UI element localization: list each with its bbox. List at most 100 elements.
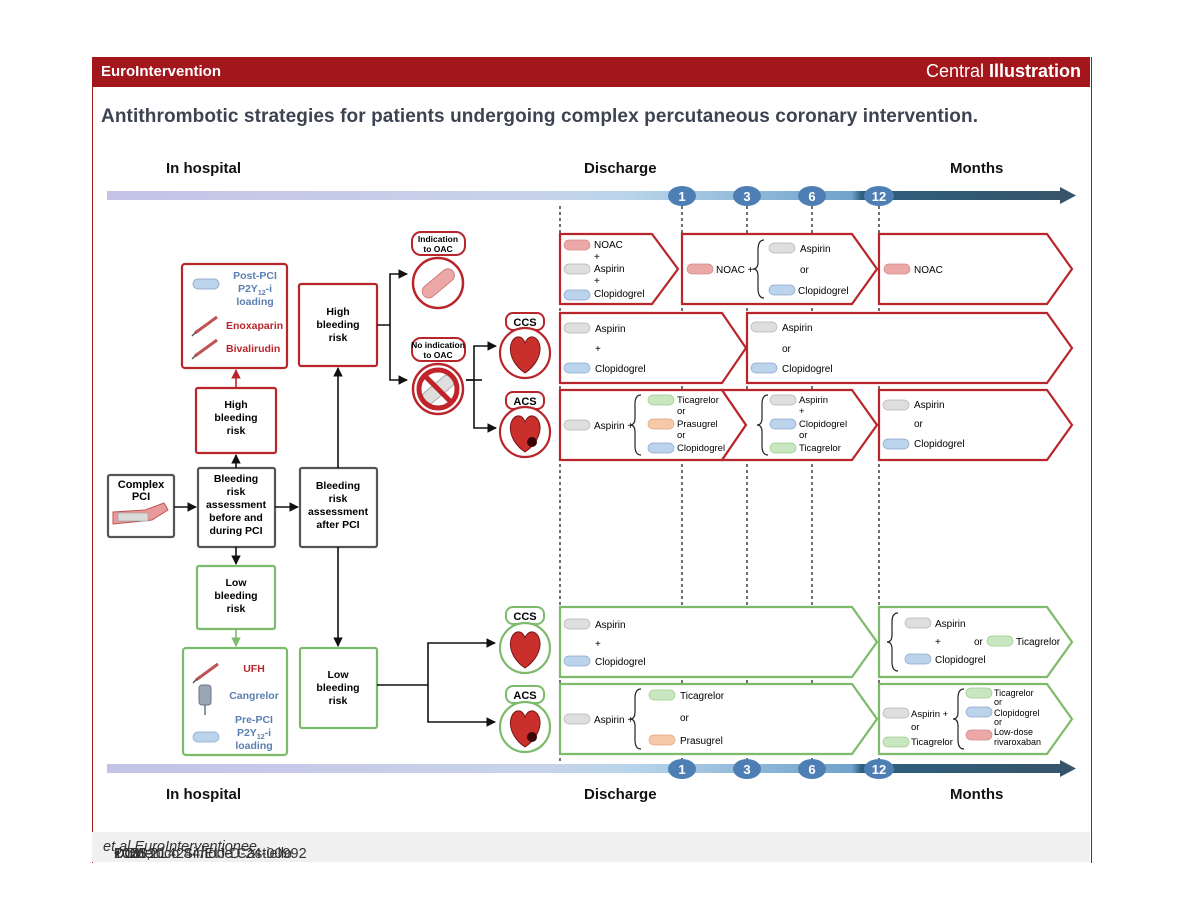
- regimen-hbr-ccs-2: Aspirin or Clopidogrel: [745, 311, 1074, 385]
- marker-3-bottom: 3: [733, 759, 761, 779]
- timeline-arrowhead-top: [1060, 187, 1076, 204]
- pill-icon: [563, 618, 591, 630]
- svg-text:+: +: [935, 637, 941, 648]
- page-title: Antithrombotic strategies for patients u…: [101, 106, 979, 127]
- svg-text:or: or: [974, 637, 984, 648]
- svg-text:risk: risk: [329, 332, 348, 344]
- svg-text:risk: risk: [227, 425, 246, 437]
- marker-6-bottom: 6: [798, 759, 826, 779]
- pill-icon: [686, 263, 714, 275]
- pill-icon: [563, 713, 591, 725]
- svg-text:NOAC: NOAC: [594, 240, 623, 251]
- svg-text:1: 1: [678, 189, 685, 204]
- svg-text:Bivalirudin: Bivalirudin: [226, 343, 280, 355]
- svg-text:Prasugrel: Prasugrel: [680, 736, 723, 747]
- indication-oac: Indication to OAC: [411, 231, 466, 310]
- svg-text:bleeding: bleeding: [214, 590, 257, 602]
- svg-text:6: 6: [808, 189, 815, 204]
- pill-icon: [769, 418, 797, 430]
- svg-text:Bleeding: Bleeding: [214, 473, 258, 485]
- svg-text:risk: risk: [329, 493, 348, 505]
- svg-text:assessment: assessment: [206, 499, 267, 511]
- pill-icon: [882, 736, 910, 748]
- pill-icon: [192, 731, 220, 743]
- svg-text:High: High: [326, 306, 349, 318]
- pill-icon: [904, 653, 932, 665]
- marker-1-bottom: 1: [668, 759, 696, 779]
- svg-text:loading: loading: [235, 740, 272, 752]
- svg-text:Clopidogrel: Clopidogrel: [994, 708, 1040, 718]
- svg-text:Low: Low: [226, 577, 248, 589]
- marker-6-top: 6: [798, 186, 826, 206]
- svg-text:3: 3: [743, 189, 750, 204]
- pill-icon: [563, 655, 591, 667]
- marker-3-top: 3: [733, 186, 761, 206]
- pill-icon: [563, 239, 591, 251]
- svg-text:or: or: [680, 713, 690, 724]
- pill-icon: [965, 729, 993, 741]
- acs-high: ACS: [498, 391, 552, 459]
- svg-text:Ticagrelor: Ticagrelor: [680, 691, 725, 702]
- assessment-before-box: Bleeding risk assessment before and duri…: [196, 466, 277, 549]
- svg-text:to OAC: to OAC: [423, 350, 452, 360]
- svg-text:Aspirin: Aspirin: [800, 244, 831, 255]
- low-risk-regimen-box: UFH Cangrelor Pre-PCI P2Y12-i loading: [181, 646, 289, 757]
- low-bleeding-risk-left-box: Low bleeding risk: [195, 564, 277, 631]
- pill-icon: [965, 687, 993, 699]
- regimen-oac-2: NOAC + Aspirin or Clopidogrel: [680, 232, 879, 306]
- iv-bag-icon: [198, 684, 212, 715]
- label-discharge-bottom: Discharge: [584, 786, 657, 803]
- svg-text:Bleeding: Bleeding: [316, 480, 360, 492]
- bottom-timeline: 1 3 6 12 In hospital Discharge Months: [107, 759, 1076, 803]
- svg-text:rivaroxaban: rivaroxaban: [994, 737, 1041, 747]
- central-illustration-label: Central Illustration: [925, 61, 1081, 81]
- svg-text:+: +: [594, 276, 600, 287]
- svg-text:or: or: [677, 430, 685, 441]
- svg-text:Cangrelor: Cangrelor: [229, 690, 279, 702]
- pill-icon: [647, 442, 675, 454]
- svg-text:Ticagrelor: Ticagrelor: [911, 737, 953, 748]
- pill-icon: [986, 635, 1014, 647]
- svg-text:risk: risk: [329, 695, 348, 707]
- pill-icon: [769, 394, 797, 406]
- svg-text:CCS: CCS: [513, 611, 536, 623]
- svg-text:ACS: ACS: [513, 690, 536, 702]
- low-bleeding-risk-mid-box: Low bleeding risk: [298, 646, 379, 730]
- svg-text:Clopidogrel: Clopidogrel: [595, 657, 646, 668]
- regimen-lbr-acs-2: Aspirin + or Ticagrelor Ticagrelor or Cl…: [877, 682, 1074, 756]
- regimen-oac-3: NOAC: [877, 232, 1074, 306]
- pill-icon: [647, 394, 675, 406]
- svg-text:Low-dose: Low-dose: [994, 727, 1033, 737]
- top-timeline: In hospital Discharge Months 1 3 6 12: [107, 160, 1076, 206]
- svg-text:Clopidogrel: Clopidogrel: [595, 364, 646, 375]
- high-bleeding-risk-mid-box: High bleeding risk: [297, 282, 379, 368]
- svg-text:or: or: [677, 406, 685, 417]
- svg-text:UFH: UFH: [243, 663, 265, 675]
- regimen-lbr-ccs-2: Aspirin + Clopidogrel or Ticagrelor: [877, 605, 1074, 679]
- svg-text:loading: loading: [236, 296, 273, 308]
- svg-text:PCI: PCI: [132, 491, 150, 503]
- svg-text:or: or: [914, 419, 924, 430]
- regimen-lbr-acs-1: Aspirin + Ticagrelor or Prasugrel: [558, 682, 879, 756]
- svg-text:Clopidogrel: Clopidogrel: [677, 443, 725, 454]
- pill-icon: [904, 617, 932, 629]
- pill-icon: [563, 322, 591, 334]
- regimen-hbr-acs-3: Aspirin or Clopidogrel: [877, 388, 1074, 462]
- pill-icon: [882, 438, 910, 450]
- svg-text:after PCI: after PCI: [316, 519, 359, 531]
- svg-text:Aspirin +: Aspirin +: [594, 715, 633, 726]
- svg-text:High: High: [224, 399, 247, 411]
- svg-text:ACS: ACS: [513, 396, 536, 408]
- high-risk-regimen-box: Post-PCI P2Y12-i loading Enoxaparin Biva…: [180, 262, 289, 370]
- pill-icon: [563, 289, 591, 301]
- svg-text:risk: risk: [227, 603, 246, 615]
- pill-icon: [563, 362, 591, 374]
- svg-text:Aspirin: Aspirin: [595, 620, 626, 631]
- svg-text:CCS: CCS: [513, 317, 536, 329]
- svg-text:or: or: [799, 430, 807, 441]
- pill-icon: [965, 706, 993, 718]
- svg-text:Clopidogrel: Clopidogrel: [914, 439, 965, 450]
- svg-text:+: +: [594, 252, 600, 263]
- svg-text:NOAC +: NOAC +: [716, 265, 754, 276]
- pill-icon: [647, 418, 675, 430]
